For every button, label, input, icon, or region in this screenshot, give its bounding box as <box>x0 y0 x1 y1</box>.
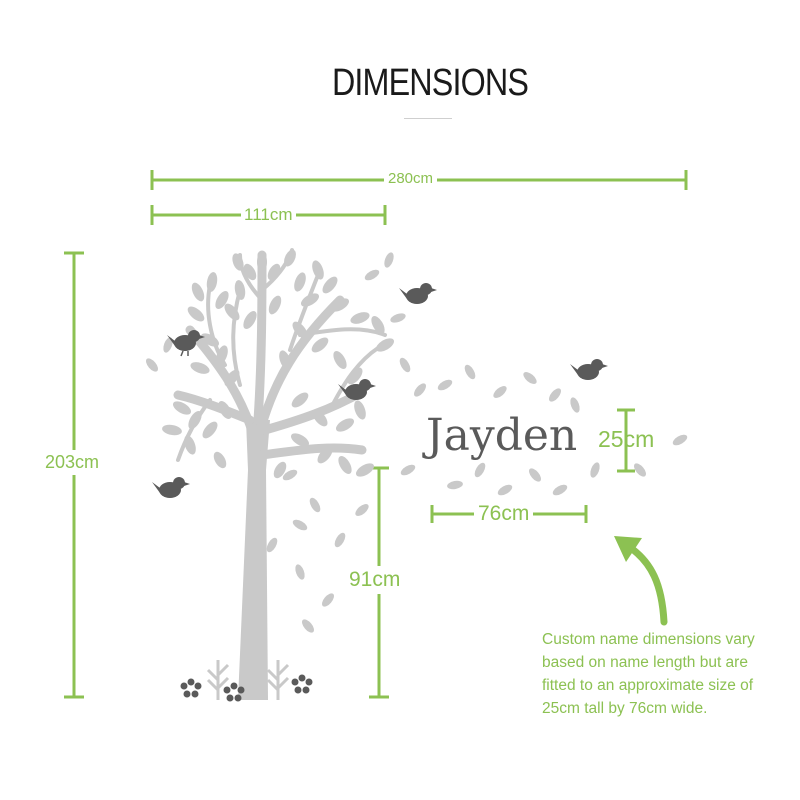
tree-width-label: 111cm <box>241 205 296 225</box>
flower-icons <box>180 674 313 702</box>
total-width-label: 280cm <box>384 170 438 187</box>
note-line: based on name length but are <box>542 654 748 671</box>
note-line: Custom name dimensions vary <box>542 631 755 648</box>
title-divider <box>404 118 452 119</box>
bird-icon <box>399 283 437 304</box>
bird-icon <box>338 379 376 400</box>
total-height-label: 203cm <box>45 450 100 475</box>
bird-icon <box>570 359 608 380</box>
dimension-lines <box>64 170 688 699</box>
trunk-height-label: 91cm <box>349 566 401 594</box>
name-height-label: 25cm <box>598 426 655 452</box>
tree-trunk <box>238 420 270 700</box>
flower-icon <box>180 678 202 698</box>
page-title: DIMENSIONS <box>331 62 529 104</box>
bird-icon <box>167 330 205 357</box>
flower-icon <box>291 674 313 694</box>
ground-plants <box>206 660 290 700</box>
custom-name-text: Jayden <box>426 410 578 461</box>
bird-icon <box>152 477 190 498</box>
falling-leaves <box>266 252 688 633</box>
custom-name-note: Custom name dimensions vary based on nam… <box>542 628 782 720</box>
note-line: fitted to an approximate size of <box>542 677 754 694</box>
tree-leaves <box>146 249 395 479</box>
name-width-label: 76cm <box>474 502 534 526</box>
note-line: 25cm tall by 76cm wide. <box>542 700 708 717</box>
tree-illustration <box>146 248 688 700</box>
curved-arrow-icon <box>614 536 668 626</box>
bird-icons <box>152 283 608 498</box>
flower-icon <box>223 682 245 702</box>
